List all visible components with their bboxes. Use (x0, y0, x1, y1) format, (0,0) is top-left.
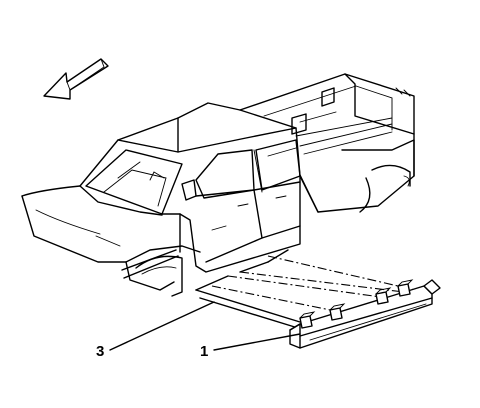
rocker-floor-assembly (195, 249, 441, 349)
cab-body (79, 102, 301, 273)
leader-line-3 (109, 301, 215, 351)
front-end (21, 185, 201, 297)
leader-line-1 (213, 333, 301, 351)
pickup-bed (239, 73, 415, 213)
callout-3: 3 (96, 343, 104, 360)
callout-1: 1 (200, 343, 208, 360)
forward-direction-arrow-icon (43, 58, 109, 100)
